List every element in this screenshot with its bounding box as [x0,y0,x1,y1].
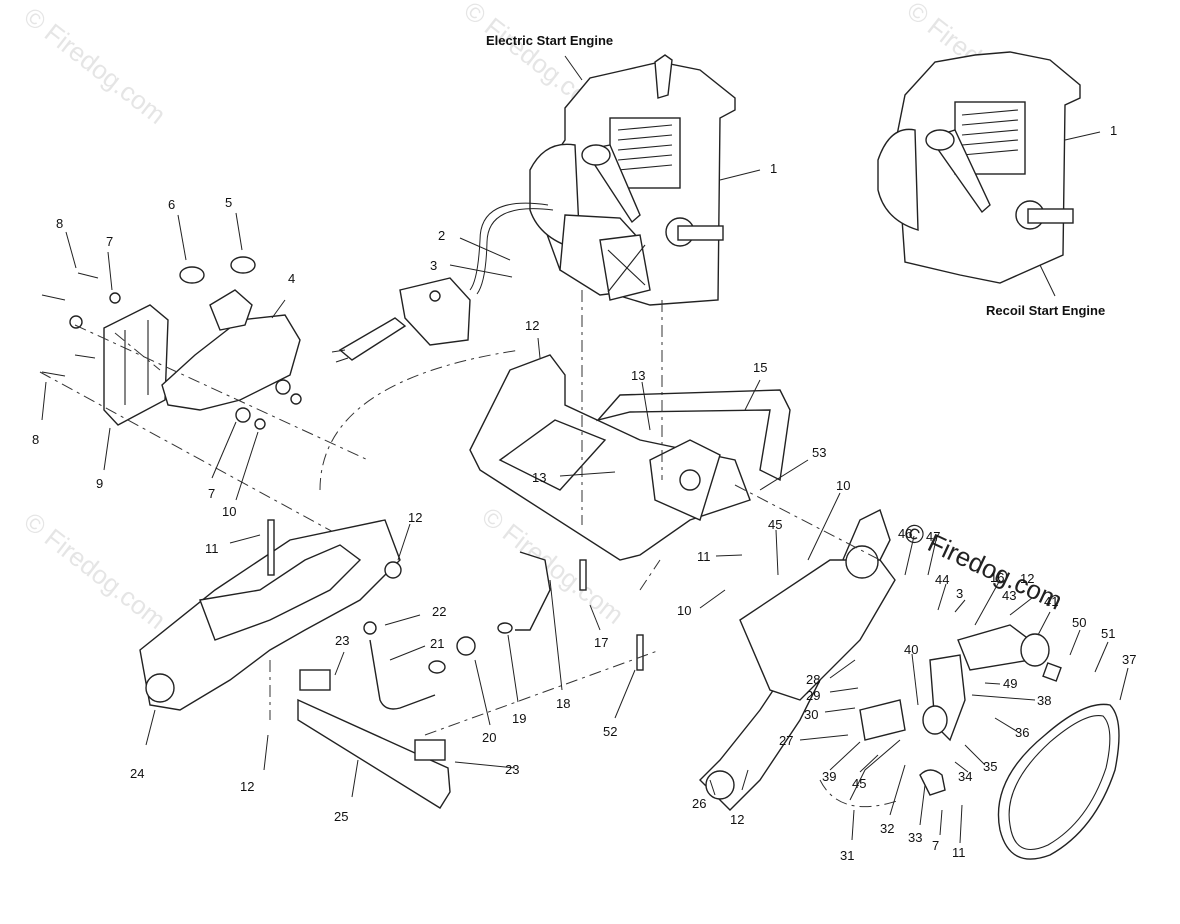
diagram-titles: Electric Start Engine Recoil Start Engin… [486,33,1105,318]
part-number: 7 [106,234,113,249]
part-number: 12 [1020,571,1034,586]
part-number: 23 [335,633,349,648]
part-number: 9 [96,476,103,491]
part-number: 3 [956,586,963,601]
part-number-labels: 1 1 2 3 4 5 6 7 7 8 8 9 10 11 12 12 13 1… [32,123,1136,863]
part-number: 26 [692,796,706,811]
part-number: 39 [822,769,836,784]
part-number: 16 [990,570,1004,585]
electric-start-engine [469,54,736,306]
part-number: 34 [958,769,972,784]
power-cord-plug [331,277,471,363]
engine-base-plate [469,354,791,671]
part-number: 35 [983,759,997,774]
part-number: 10 [677,603,691,618]
part-number: 22 [432,604,446,619]
part-number: 12 [240,779,254,794]
fuel-tank-assembly [39,256,369,534]
part-number: 7 [932,838,939,853]
watermark-text: © Firedog.com [899,516,1067,615]
part-number: 40 [904,642,918,657]
watermark-text: © Firedog.com [18,506,171,635]
part-number: 25 [334,809,348,824]
part-number: 15 [753,360,767,375]
part-number: 19 [512,711,526,726]
part-number: 8 [56,216,63,231]
part-number: 3 [430,258,437,273]
part-number: 50 [1072,615,1086,630]
part-number: 45 [852,776,866,791]
drive-belt [997,703,1120,860]
part-number: 18 [556,696,570,711]
part-number: 43 [1002,588,1016,603]
part-number: 10 [222,504,236,519]
part-number: 20 [482,730,496,745]
part-number: 53 [812,445,826,460]
part-number: 8 [32,432,39,447]
watermark-text: © Firedog.com [18,1,171,130]
part-number: 11 [952,845,966,860]
part-number: 37 [1122,652,1136,667]
part-number: 1 [770,161,777,176]
part-number: 6 [168,197,175,212]
left-frame-bracket [139,519,451,809]
part-number: 28 [806,672,820,687]
part-number: 47 [926,529,940,544]
choke-cable [363,551,551,710]
part-number: 36 [1015,725,1029,740]
part-number: 13 [631,368,645,383]
part-number: 7 [208,486,215,501]
part-number: 23 [505,762,519,777]
callout-leaders [41,131,1129,844]
part-number: 29 [806,688,820,703]
recoil-start-engine [877,51,1081,284]
recoil-start-title: Recoil Start Engine [986,303,1105,318]
part-number: 10 [836,478,850,493]
part-number: 21 [430,636,444,651]
part-number: 2 [438,228,445,243]
part-number: 12 [730,812,744,827]
part-number: 41 [1044,594,1058,609]
part-number: 4 [288,271,295,286]
part-number: 5 [225,195,232,210]
part-number: 1 [1110,123,1117,138]
part-number: 24 [130,766,144,781]
part-number: 13 [532,470,546,485]
part-number: 52 [603,724,617,739]
part-number: 27 [779,733,793,748]
auger-housing-bracket [699,509,1062,811]
part-number: 11 [205,541,219,556]
part-number: 12 [408,510,422,525]
part-number: 51 [1101,626,1115,641]
part-number: 49 [1003,676,1017,691]
part-number: 46 [898,526,912,541]
part-number: 38 [1037,693,1051,708]
part-number: 31 [840,848,854,863]
part-number: 33 [908,830,922,845]
part-number: 11 [697,549,711,564]
part-number: 12 [525,318,539,333]
part-number: 17 [594,635,608,650]
part-number: 32 [880,821,894,836]
part-number: 30 [804,707,818,722]
part-number: 45 [768,517,782,532]
electric-start-title: Electric Start Engine [486,33,613,48]
assembly-lines [269,290,901,808]
part-number: 44 [935,572,949,587]
